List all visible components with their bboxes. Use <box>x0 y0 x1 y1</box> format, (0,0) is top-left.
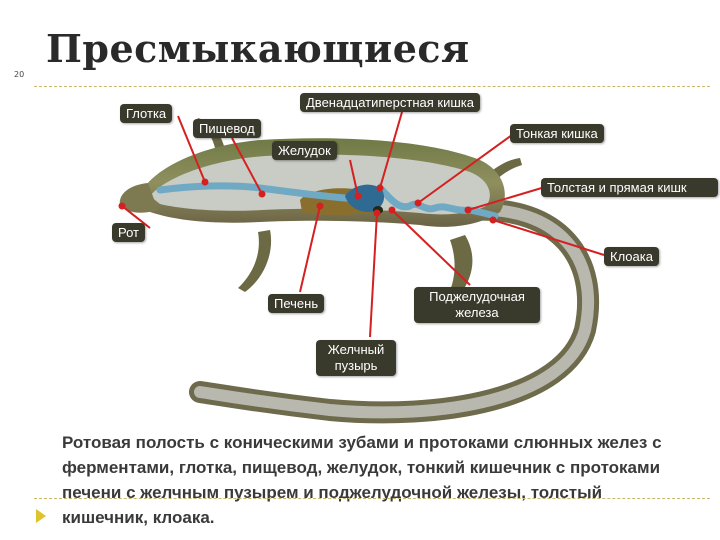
label-tolstaya: Толстая и прямая кишк <box>541 178 718 197</box>
label-pishchevod: Пищевод <box>193 119 261 138</box>
label-pechen: Печень <box>268 294 325 313</box>
digestive-tract <box>156 182 499 220</box>
label-dvenadtsatiperstnaya: Двенадцатиперстная кишка <box>300 93 480 112</box>
triangle-bullet-icon <box>36 509 46 523</box>
pointer-tolstaya <box>467 186 546 211</box>
pointer-glotka <box>177 115 206 183</box>
pointer-tonkaya <box>417 134 513 204</box>
label-kloaka: Клоака <box>604 247 659 266</box>
slide-title: Пресмыкающиеся <box>46 26 470 71</box>
pointer-zhelchny <box>369 212 378 338</box>
lizard-tail-inner <box>194 203 595 419</box>
pointer-pishchevod <box>231 137 263 195</box>
lizard-head <box>119 183 158 213</box>
label-zheludok: Желудок <box>272 141 337 160</box>
label-tonkaya: Тонкая кишка <box>510 124 604 143</box>
pointer-dvenadtsatiperstnaya <box>379 111 403 189</box>
label-glotka: Глотка <box>120 104 173 123</box>
title-divider <box>34 86 710 87</box>
pointer-podzheludochnaya <box>391 209 471 286</box>
slide-number: 20 <box>14 70 25 79</box>
pointer-pechen <box>299 205 321 293</box>
pointer-kloaka <box>492 219 605 256</box>
organs-description: Ротовая полость с коническими зубами и п… <box>62 433 662 527</box>
lizard-hind-leg <box>445 235 473 300</box>
label-zhelchny: Желчный пузырь <box>316 340 396 376</box>
lizard-body-cavity <box>150 154 490 215</box>
label-podzheludochnaya: Поджелудочная железа <box>414 287 540 323</box>
pointer-zheludok <box>349 159 359 197</box>
lizard-front-leg <box>238 230 272 292</box>
stomach-organ <box>345 184 385 212</box>
bottom-divider <box>34 498 710 499</box>
pointer-rot <box>121 205 151 229</box>
label-rot: Рот <box>112 223 145 242</box>
